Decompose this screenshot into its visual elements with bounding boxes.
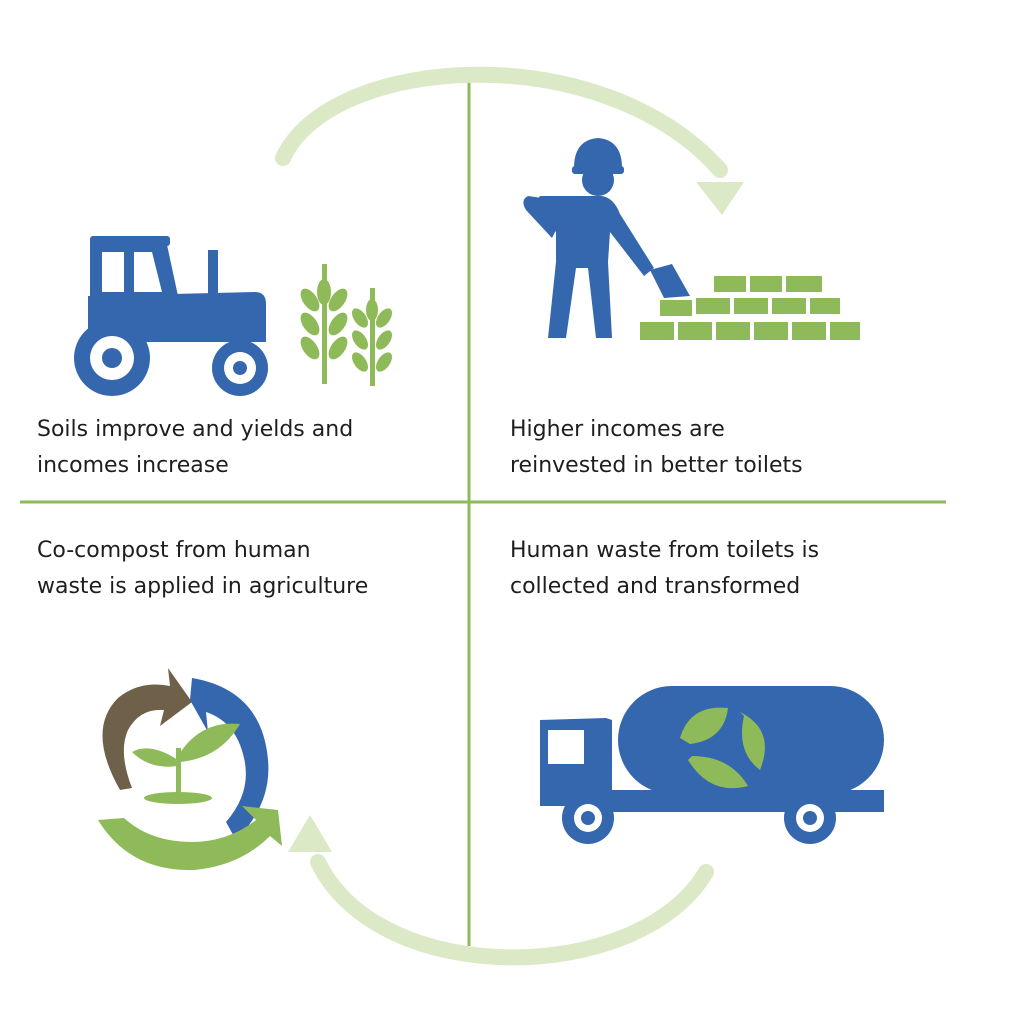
bottom-cycle-arrow — [288, 815, 714, 966]
caption-line: Human waste from toilets is — [510, 538, 820, 563]
caption-soils-improve: Soils improve and yields and incomes inc… — [37, 412, 353, 484]
caption-line: Higher incomes are — [510, 417, 725, 442]
tanker-truck-icon — [540, 686, 884, 844]
caption-line: incomes increase — [37, 453, 229, 478]
caption-line: Soils improve and yields and — [37, 417, 354, 442]
brick-wall-icon — [640, 276, 860, 340]
caption-line: reinvested in better toilets — [510, 453, 803, 478]
caption-co-compost: Co-compost from human waste is applied i… — [37, 533, 368, 605]
caption-higher-incomes: Higher incomes are reinvested in better … — [510, 412, 803, 484]
recycle-sprout-icon — [98, 668, 282, 871]
construction-worker-icon — [523, 138, 690, 338]
caption-line: collected and transformed — [510, 574, 801, 599]
caption-human-waste: Human waste from toilets is collected an… — [510, 533, 819, 605]
top-cycle-arrow — [275, 66, 744, 215]
tractor-icon — [74, 236, 268, 396]
wheat-icon — [300, 264, 392, 386]
caption-line: waste is applied in agriculture — [37, 574, 369, 599]
caption-line: Co-compost from human — [37, 538, 311, 563]
